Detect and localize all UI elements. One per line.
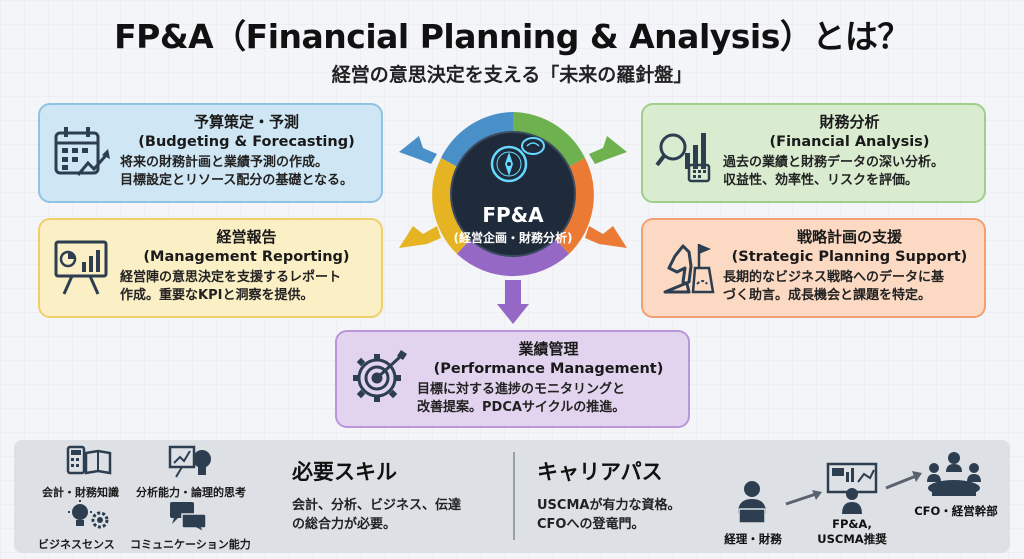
- card-management-reporting: 経営報告 (Management Reporting) 経営陣の意思決定を支援す…: [38, 218, 383, 318]
- card-desc-1: 目標に対する進捗のモニタリングと: [417, 382, 626, 397]
- card-desc-2: づく助言。成長機会と課題を特定。: [723, 288, 932, 303]
- skills-title: 必要スキル: [292, 460, 397, 484]
- gear-target-icon: [353, 350, 407, 402]
- career-step-cfo: CFO・経営幹部: [914, 504, 998, 518]
- boardroom-icon: [927, 452, 981, 496]
- bottom-panel: [14, 440, 1010, 553]
- ring-segment-green: [513, 112, 585, 170]
- presentation-board-icon: [54, 240, 108, 295]
- skill-analysis: 分析能力・論理的思考: [136, 486, 246, 499]
- card-strategic-planning: 戦略計画の支援 (Strategic Planning Support) 長期的…: [641, 218, 986, 318]
- card-desc-1: 経営陣の意思決定を支援するレポート: [120, 270, 342, 285]
- arrow-right-icon-2: [885, 471, 922, 490]
- card-title-en: (Performance Management): [433, 361, 664, 377]
- page-subtitle: 経営の意思決定を支える「未来の羅針盤」: [331, 64, 693, 86]
- skill-accounting: 会計・財務知識: [42, 486, 119, 499]
- center-subtitle: (経営企画・財務分析): [453, 231, 573, 245]
- compass-icon: [490, 145, 528, 183]
- arrow-right-icon-1: [785, 490, 822, 506]
- career-title: キャリアパス: [537, 460, 663, 484]
- center-title: FP&A: [482, 203, 544, 227]
- lightbulb-gear-icon: [68, 500, 109, 529]
- page-title: FP&A（Financial Planning & Analysis）とは？: [114, 17, 910, 56]
- card-title-jp: 戦略計画の支援: [796, 228, 902, 246]
- career-step-uscma: USCMA推奨: [817, 532, 887, 546]
- arrow-to-performance: [497, 280, 529, 324]
- card-title-jp: 予算策定・予測: [193, 113, 299, 131]
- center-hub: [399, 112, 627, 324]
- card-title-en: (Financial Analysis): [769, 134, 930, 150]
- calculator-book-icon: [66, 445, 112, 475]
- arrow-to-reporting: [399, 226, 441, 248]
- card-performance-management: 業績管理 (Performance Management) 目標に対する進捗のモ…: [335, 330, 690, 428]
- card-desc-1: 将来の財務計画と業績予測の作成。: [120, 155, 329, 170]
- card-title-en: (Budgeting & Forecasting): [138, 134, 355, 150]
- person-laptop-icon: [738, 481, 766, 524]
- brain-icon: [521, 137, 545, 155]
- career-step-accounting: 経理・財務: [724, 532, 782, 546]
- card-title-jp: 財務分析: [819, 113, 880, 131]
- skill-communication: コミュニケーション能力: [130, 538, 251, 551]
- person-dashboard-icon: [826, 462, 878, 514]
- career-desc-2: CFOへの登竜門。: [537, 517, 645, 532]
- card-budgeting: 予算策定・予測 (Budgeting & Forecasting) 将来の財務計…: [38, 103, 383, 203]
- card-desc-1: 過去の業績と財務データの深い分析。: [723, 155, 945, 170]
- card-desc-2: 改善提案。PDCAサイクルの推進。: [417, 400, 626, 415]
- ring-segment-blue: [441, 112, 513, 170]
- card-financial-analysis: 財務分析 (Financial Analysis) 過去の業績と財務データの深い…: [641, 103, 986, 203]
- skills-desc-1: 会計、分析、ビジネス、伝達: [292, 498, 462, 513]
- career-desc-1: USCMAが有力な資格。: [537, 498, 681, 513]
- arrow-to-strategic: [585, 226, 627, 248]
- skills-desc-2: の総合力が必要。: [292, 517, 397, 532]
- career-step-fpa: FP&A,: [832, 517, 872, 531]
- card-title-en: (Management Reporting): [143, 249, 350, 265]
- chess-knight-icon: [663, 244, 715, 294]
- card-title-jp: 経営報告: [216, 228, 277, 246]
- arrow-to-financial: [589, 136, 627, 164]
- card-desc-2: 収益性、効率性、リスクを評価。: [723, 173, 919, 188]
- magnifier-chart-icon: [655, 133, 711, 183]
- skill-business-sense: ビジネスセンス: [38, 538, 115, 551]
- card-desc-1: 長期的なビジネス戦略へのデータに基: [723, 270, 945, 285]
- arrow-to-budgeting: [399, 136, 437, 164]
- card-title-jp: 業績管理: [518, 340, 579, 358]
- card-desc-2: 作成。重要なKPIと洞察を提供。: [120, 288, 314, 303]
- head-chart-icon: [168, 445, 211, 478]
- card-title-en: (Strategic Planning Support): [731, 249, 968, 265]
- card-desc-2: 目標設定とリソース配分の基礎となる。: [120, 173, 353, 188]
- section-divider: [513, 452, 515, 540]
- calendar-chart-icon: [54, 127, 110, 176]
- chat-bubbles-icon: [170, 502, 207, 532]
